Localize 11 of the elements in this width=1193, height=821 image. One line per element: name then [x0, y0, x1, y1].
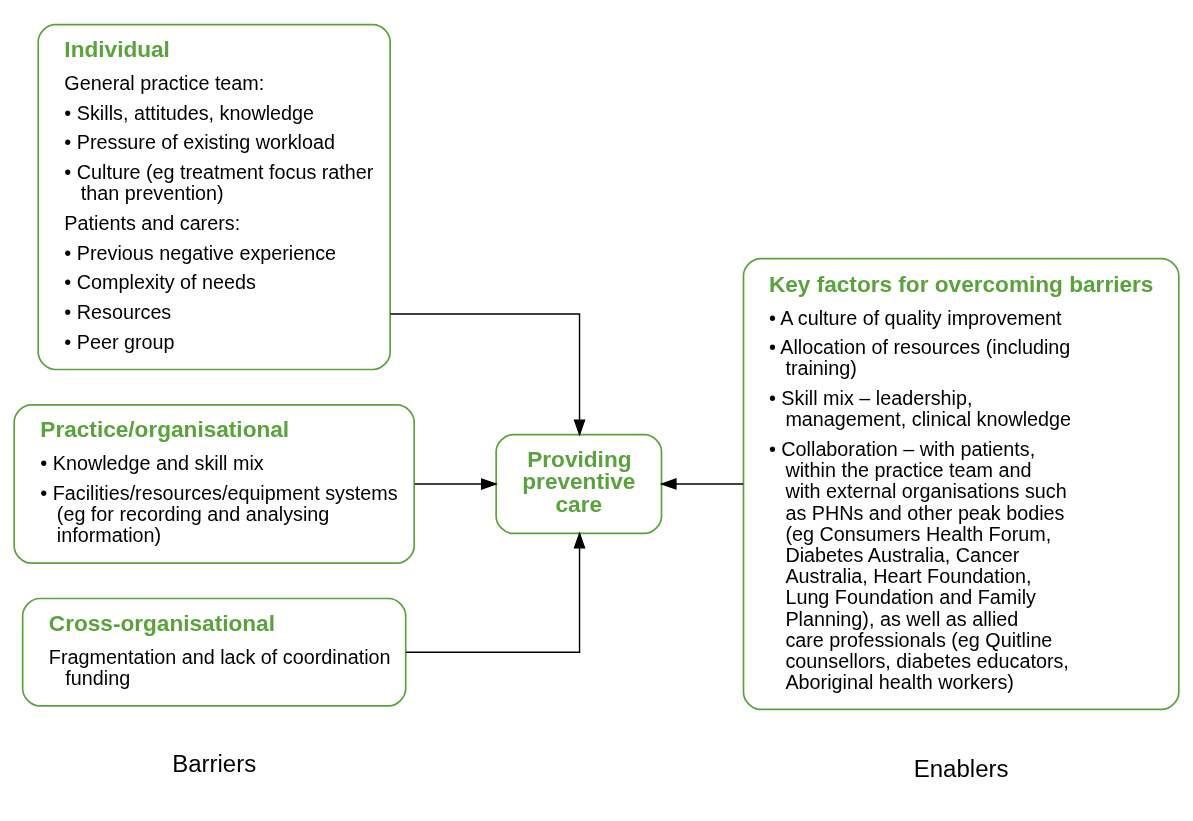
node-box: Practice/organisational • Knowledge and skill mix • Facilities/resources/equipment systems (eg for recording and analysing information) [13, 404, 416, 564]
label: Barriers [172, 750, 257, 778]
arrow [405, 531, 586, 653]
node-box: Cross-organisational Fragmentation and lack of coordination funding [21, 597, 407, 707]
arrow [413, 478, 498, 490]
arrow [659, 478, 744, 490]
node-box: Individual General practice team: • Skills, attitudes, knowledge • Pressure of existing workload • Culture (eg treatment focus rather than prevention) Patients and carers: • Previous negative experience • Complexity of needs • Resources • Peer group [37, 23, 391, 371]
node-box: Key factors for overcoming barriers • A culture of quality improvement • Allocation of resources (including training) • Skill mix – leadership, management, clinical knowledge • Collaboration – with patients, within the practice team and with external organisations such as PHNs and other peak bodies (eg Consumers Health Forum, Diabetes Australia, Cancer Australia, Heart Foundation, Lung Foundation and Family Planning), as well as allied care professionals (eg Quitline counsellors, diabetes educators, Aboriginal health workers) [742, 257, 1180, 711]
node-box: Providing preventive care [495, 433, 663, 535]
arrow [389, 313, 586, 437]
label: Enablers [913, 754, 1009, 782]
